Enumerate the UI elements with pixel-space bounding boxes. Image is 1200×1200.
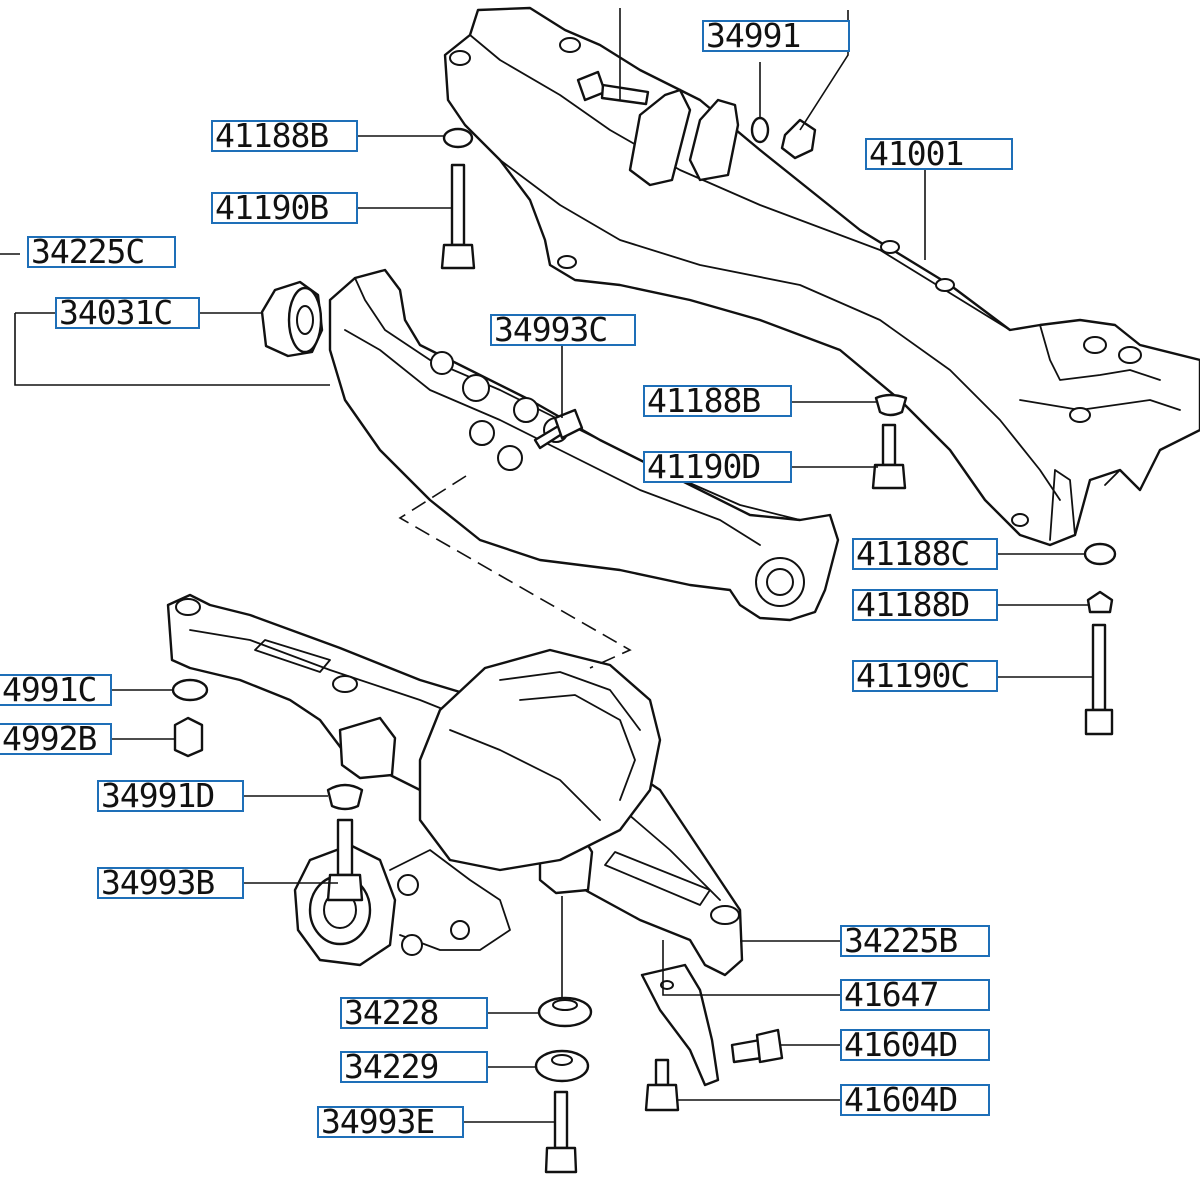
hardware-41188B-41190D xyxy=(871,393,908,490)
hardware-41188C-41188D-41190C xyxy=(1083,542,1117,736)
crossmember-41001 xyxy=(443,6,1200,547)
callout-41188D[interactable]: 41188D xyxy=(852,589,998,621)
callout-34229[interactable]: 34229 xyxy=(340,1051,488,1083)
callout-41604D-lower[interactable]: 41604D xyxy=(840,1084,990,1116)
callout-34991[interactable]: 34991 xyxy=(702,20,850,52)
callout-34993B[interactable]: 34993B xyxy=(97,867,244,899)
callout-41190B[interactable]: 41190B xyxy=(211,192,358,224)
hardware-34993B xyxy=(326,818,364,902)
hardware-41188B-41190B xyxy=(440,127,476,270)
callout-34225B[interactable]: 34225B xyxy=(840,925,990,957)
callout-41647[interactable]: 41647 xyxy=(840,979,990,1011)
callout-34993C[interactable]: 34993C xyxy=(490,314,636,346)
callout-41604D-upper[interactable]: 41604D xyxy=(840,1029,990,1061)
leader-lines xyxy=(0,8,1093,1123)
callout-41188C[interactable]: 41188C xyxy=(852,538,998,570)
callout-34228[interactable]: 34228 xyxy=(340,997,488,1029)
hardware-34991C-34992B-34991D xyxy=(171,678,364,811)
alignment-dashed-line xyxy=(398,475,632,669)
callout-41190D[interactable]: 41190D xyxy=(643,451,792,483)
callout-34031C[interactable]: 34031C xyxy=(55,297,200,329)
bushing-34031C xyxy=(260,280,324,358)
callout-41001[interactable]: 41001 xyxy=(865,138,1013,170)
callout-34992B[interactable]: 4992B xyxy=(0,723,112,755)
top-bolt-and-washer xyxy=(576,70,817,160)
callout-41188B-top[interactable]: 41188B xyxy=(211,120,358,152)
callout-34991C[interactable]: 4991C xyxy=(0,674,112,706)
callout-34993E[interactable]: 34993E xyxy=(317,1106,464,1138)
callout-41188B-mid[interactable]: 41188B xyxy=(643,385,792,417)
hardware-34228-34229-34993E xyxy=(534,996,593,1174)
callout-34991D[interactable]: 34991D xyxy=(97,780,244,812)
callout-41190C[interactable]: 41190C xyxy=(852,660,998,692)
callout-34225C[interactable]: 34225C xyxy=(27,236,176,268)
